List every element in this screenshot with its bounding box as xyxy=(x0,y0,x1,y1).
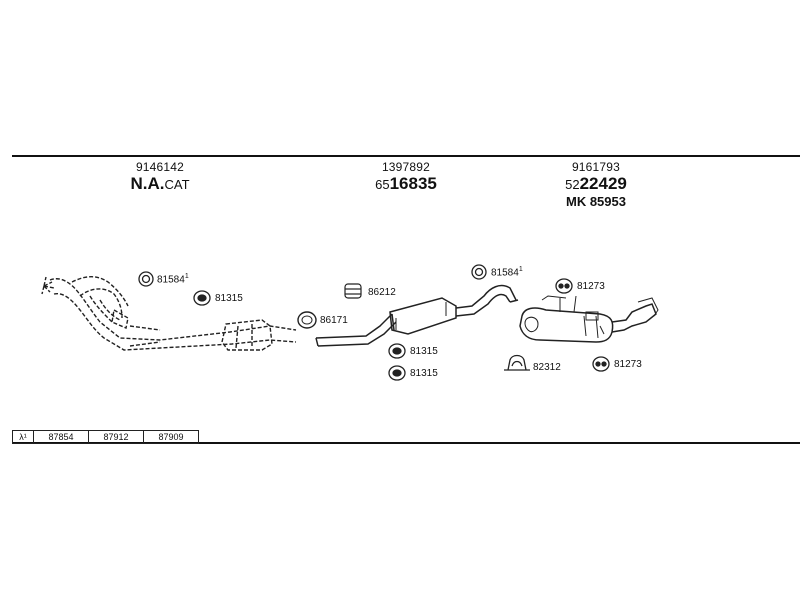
label-81315-c: 81315 xyxy=(410,368,438,379)
label-86212: 86212 xyxy=(368,287,396,298)
middle-silencer-drawing xyxy=(315,284,519,347)
gasket-81584-b-icon xyxy=(471,264,487,280)
fitting-cell: 87909 xyxy=(143,430,199,444)
clamp-82312-icon xyxy=(504,354,530,371)
part-name: N.A.CAT xyxy=(130,174,190,193)
part-number: 5222429 xyxy=(565,174,627,193)
part-code: 9161793 xyxy=(571,160,621,174)
label-81315-b: 81315 xyxy=(410,346,438,357)
front-pipe-cat-drawing xyxy=(41,276,297,351)
fitting-cell: 87854 xyxy=(33,430,89,444)
label-81584-b: 815841 xyxy=(491,266,523,279)
kit-number: MK 85953 xyxy=(566,194,626,209)
header-group-3: 9161793 5222429 MK 85953 xyxy=(536,160,656,209)
label-81273-a: 81273 xyxy=(577,281,605,292)
label-81315-a: 81315 xyxy=(215,293,243,304)
rubber-hanger-81273-b-icon xyxy=(592,356,610,372)
rubber-hanger-81315-c-icon xyxy=(388,365,406,381)
header-group-2: 1397892 6516835 xyxy=(346,160,466,194)
fitting-table: λ¹ 87854 87912 87909 xyxy=(12,430,199,444)
gasket-81584-a-icon xyxy=(138,271,154,287)
ring-86171-icon xyxy=(297,311,317,329)
label-82312: 82312 xyxy=(533,362,561,373)
label-81584-a: 815841 xyxy=(157,273,189,286)
fitting-cell: 87912 xyxy=(88,430,144,444)
lambda-cell: λ¹ xyxy=(12,430,34,444)
part-code: 1397892 xyxy=(381,160,431,174)
rubber-hanger-81273-a-icon xyxy=(555,278,573,294)
rubber-hanger-81315-a-icon xyxy=(193,290,211,306)
part-code: 9146142 xyxy=(135,160,185,174)
clamp-86212-icon xyxy=(344,283,362,299)
part-number: 6516835 xyxy=(375,174,437,193)
label-86171: 86171 xyxy=(320,315,348,326)
rubber-hanger-81315-b-icon xyxy=(388,343,406,359)
rear-silencer-drawing xyxy=(519,295,659,343)
label-81273-b: 81273 xyxy=(614,359,642,370)
header-group-1: 9146142 N.A.CAT xyxy=(100,160,220,194)
